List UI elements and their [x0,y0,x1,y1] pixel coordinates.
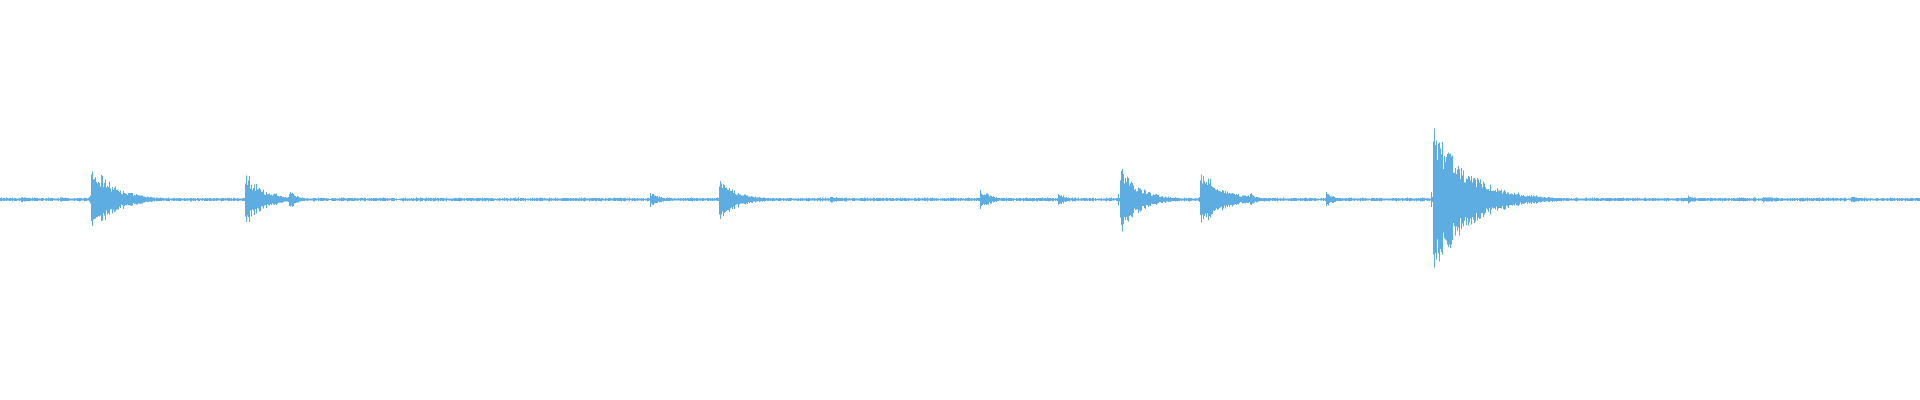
waveform-peaks [0,128,1920,268]
waveform-signal [0,128,1920,268]
